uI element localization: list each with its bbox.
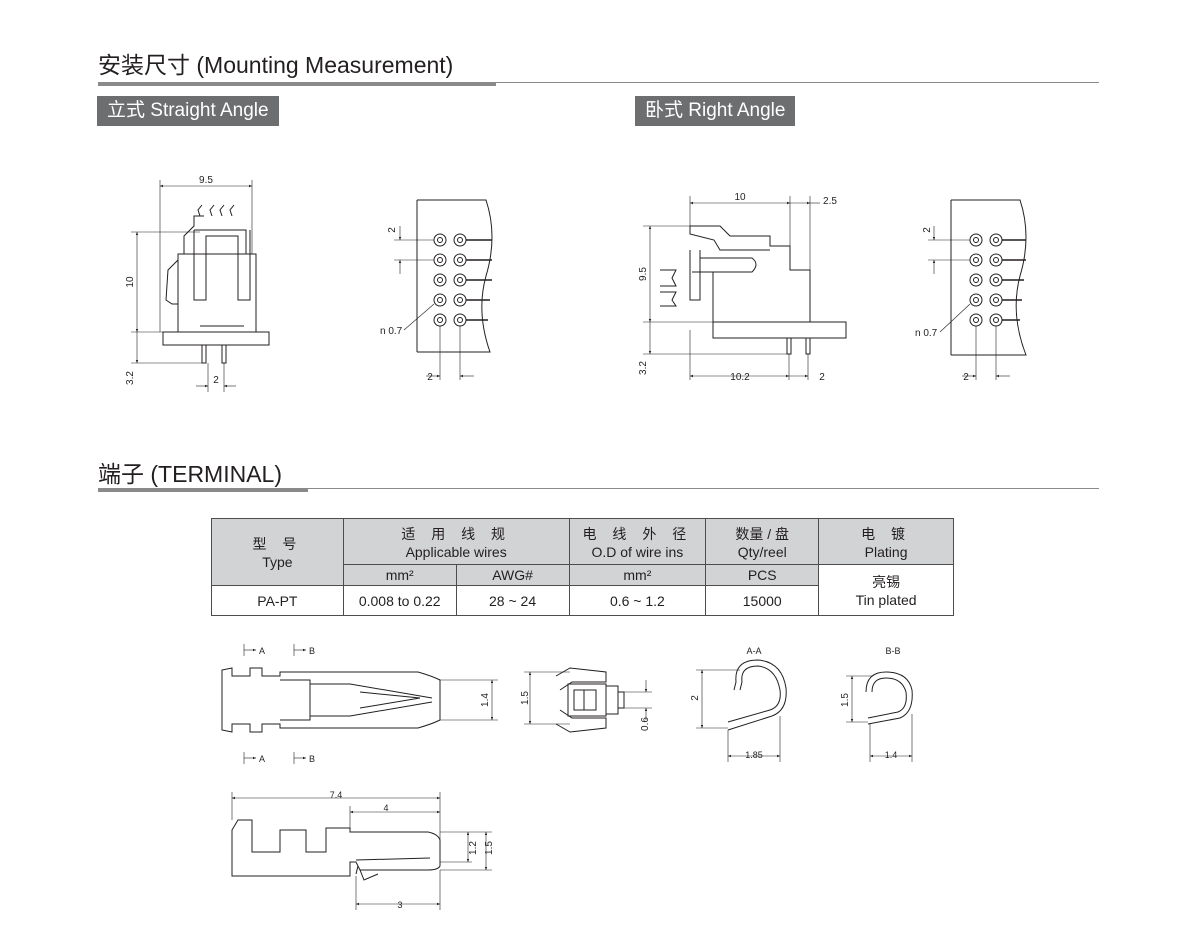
terminal-rule [98, 488, 1099, 489]
right-side-dims [643, 196, 820, 380]
row-mm2: 0.008 to 0.22 [342, 585, 457, 616]
terminal-end-h2-dim: 0.6 [640, 717, 651, 731]
straight-pcb-dims [394, 226, 474, 380]
section-aa-width-dim: 1.85 [745, 750, 763, 760]
plating-header-en: Plating [864, 543, 908, 560]
od-header: 电 线 外 径 O.D of wire ins [568, 518, 707, 565]
right-pcb-pitch-v: 2 [922, 227, 933, 233]
section-a-mark-top: A [259, 646, 265, 656]
row-qty: 15000 [705, 585, 820, 616]
terminal-top-dims [243, 644, 498, 764]
terminal-rule-bar [98, 488, 308, 492]
section-aa-height-dim: 2 [690, 695, 701, 701]
straight-pcb-holes [433, 233, 467, 327]
section-bb-height-dim: 1.5 [840, 693, 851, 707]
straight-side-dims [131, 180, 253, 392]
right-pcb-pitch-h: 2 [963, 372, 969, 383]
terminal-top-height-dim: 1.4 [480, 693, 491, 707]
section-aa-dims [696, 669, 781, 762]
right-pin-dim: 3.2 [638, 361, 649, 375]
plating-header-cn: 电 镀 [861, 525, 912, 542]
terminal-end-dims [524, 671, 652, 725]
right-width-dim: 10 [734, 192, 746, 203]
right-pcb-holes [969, 233, 1003, 327]
terminal-title: 端子 (TERMINAL) [98, 461, 282, 487]
right-base-dim: 10.2 [730, 372, 750, 383]
wires-header-en: Applicable wires [405, 543, 507, 560]
od-header-en: O.D of wire ins [591, 543, 684, 560]
section-bb-label: B-B [885, 646, 900, 656]
right-pcb-dims [928, 226, 1010, 380]
section-b-mark-bottom: B [309, 754, 315, 764]
terminal-side-h1-dim: 1.2 [468, 841, 479, 855]
section-a-mark-bottom: A [259, 754, 265, 764]
terminal-side-view [231, 819, 441, 881]
right-angle-badge: 卧式 Right Angle [635, 96, 796, 126]
wires-header: 适 用 线 规 Applicable wires [342, 518, 570, 565]
straight-pin-dim: 3.2 [125, 371, 136, 385]
section-bb-width-dim: 1.4 [885, 750, 898, 760]
terminal-side-dims [231, 792, 492, 910]
straight-pcb-hole: n 0.7 [380, 326, 403, 337]
right-side-view [660, 225, 847, 355]
straight-pcb-pitch-v: 2 [387, 227, 398, 233]
right-height-dim: 9.5 [638, 267, 649, 281]
right-offset-dim: 2.5 [823, 196, 837, 207]
section-aa-label: A-A [746, 646, 761, 656]
mounting-rule [98, 82, 1099, 83]
terminal-side-total-dim: 7.4 [330, 790, 343, 800]
terminal-spec-table: 型 号 Type 适 用 线 规 Applicable wires 电 线 外 … [211, 518, 954, 616]
straight-angle-badge: 立式 Straight Angle [97, 96, 279, 126]
straight-side-view [162, 204, 270, 364]
terminal-side-bottom-dim: 3 [397, 900, 402, 910]
plating-value-en: Tin plated [855, 592, 917, 608]
row-awg: 28 ~ 24 [455, 585, 570, 616]
unit-od-mm2: mm² [568, 564, 707, 586]
right-pcb-layout [950, 199, 1027, 356]
terminal-end-h1-dim: 1.5 [520, 691, 531, 705]
section-aa-shape [727, 659, 787, 731]
type-header: 型 号 Type [211, 518, 344, 586]
terminal-side-h2-dim: 1.5 [484, 841, 495, 855]
mounting-rule-bar [98, 82, 496, 86]
mounting-title: 安装尺寸 (Mounting Measurement) [98, 52, 454, 78]
straight-pcb-layout [416, 199, 493, 353]
plating-value-cn: 亮锡 [872, 574, 901, 590]
straight-pcb-pitch-h: 2 [427, 372, 433, 383]
row-type: PA-PT [211, 585, 344, 616]
type-header-cn: 型 号 [252, 536, 303, 552]
row-od: 0.6 ~ 1.2 [568, 585, 707, 616]
unit-pcs: PCS [705, 564, 820, 586]
od-header-cn: 电 线 外 径 [582, 525, 693, 542]
plating-header: 电 镀 Plating [818, 518, 954, 565]
qty-header: 数量 / 盘 Qty/reel [705, 518, 820, 565]
section-b-mark-top: B [309, 646, 315, 656]
section-bb-shape [865, 671, 913, 725]
unit-awg: AWG# [455, 564, 570, 586]
qty-header-en: Qty/reel [737, 543, 787, 560]
terminal-side-part-dim: 4 [383, 803, 388, 813]
straight-pitch-dim: 2 [213, 375, 219, 386]
table-row: PA-PT 0.008 to 0.22 28 ~ 24 0.6 ~ 1.2 15… [211, 585, 954, 616]
straight-height-dim: 10 [125, 276, 136, 288]
section-bb-dims [846, 675, 913, 762]
right-pitch-dim: 2 [819, 372, 825, 383]
wires-header-cn: 适 用 线 规 [401, 525, 511, 542]
terminal-end-view [555, 667, 625, 733]
plating-value: 亮锡 Tin plated [818, 564, 954, 616]
right-pcb-hole: n 0.7 [915, 328, 938, 339]
qty-header-cn: 数量 / 盘 [735, 525, 790, 542]
unit-mm2: mm² [342, 564, 457, 586]
terminal-top-view [221, 667, 441, 733]
straight-width-dim: 9.5 [199, 175, 213, 186]
type-header-en: Type [262, 554, 293, 570]
